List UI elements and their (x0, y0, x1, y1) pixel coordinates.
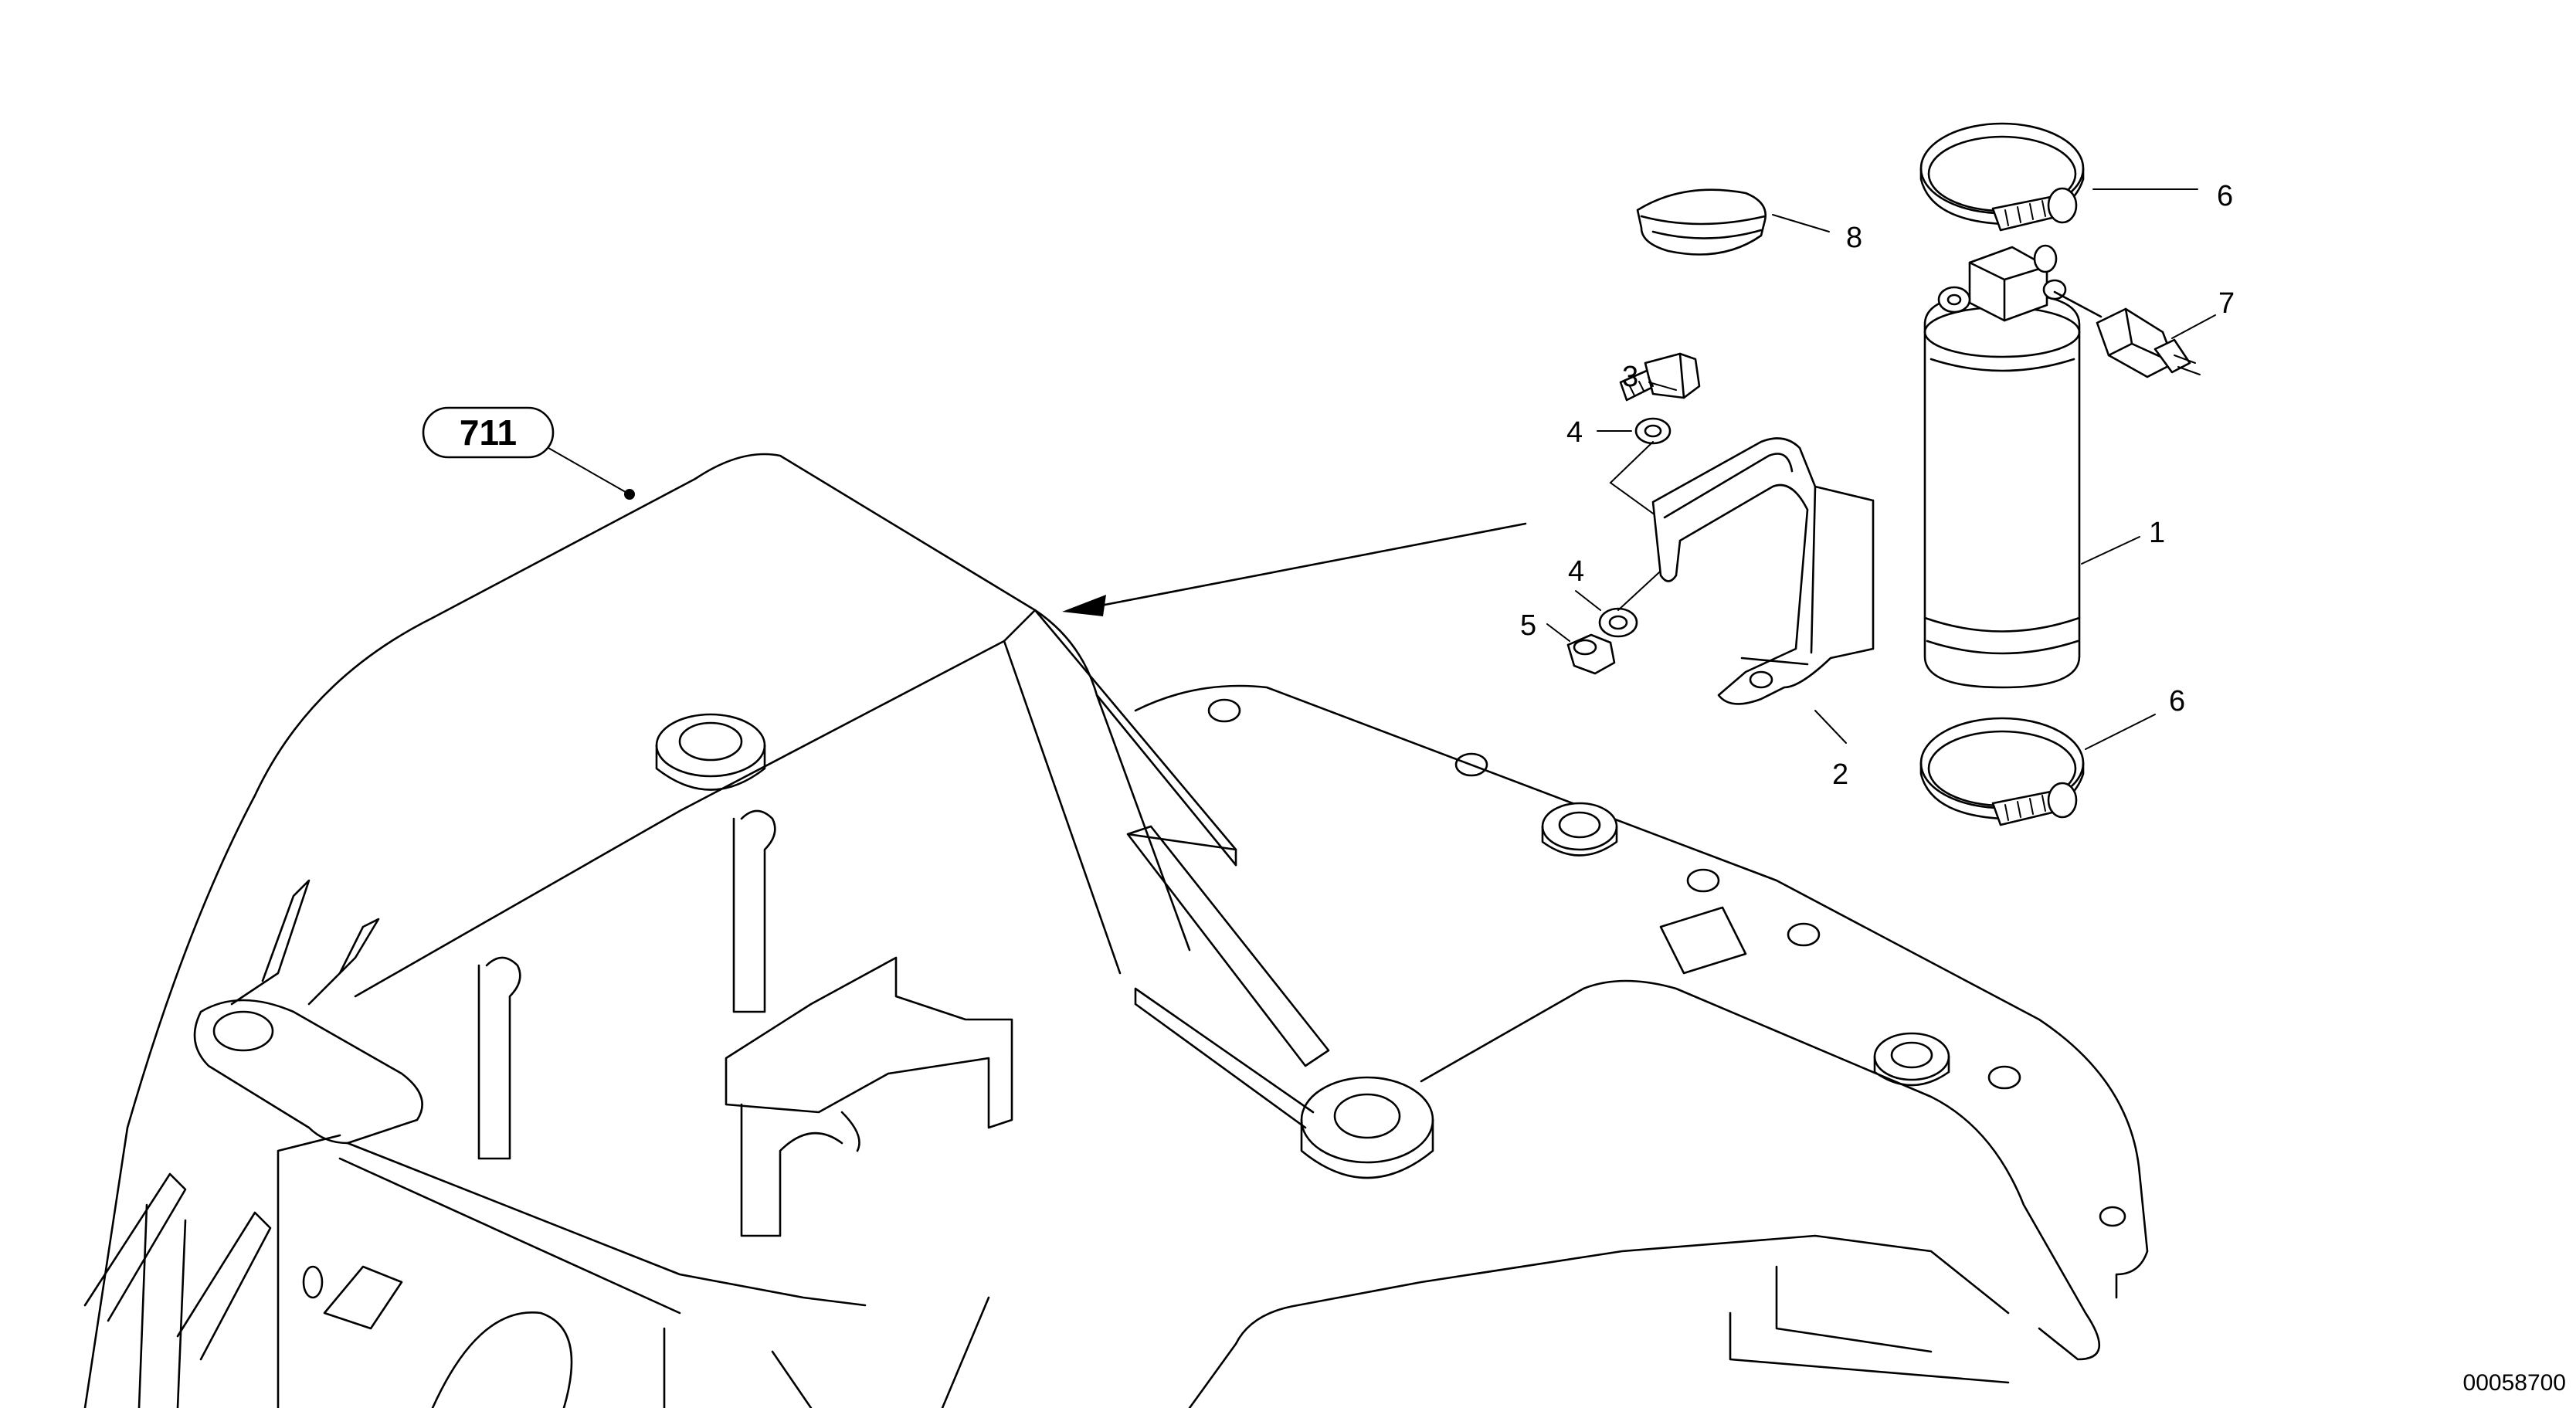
boss-top-left (655, 713, 766, 791)
leader-7 (2171, 314, 2216, 339)
frame-left-block (323, 1265, 403, 1330)
frame-left-rail (338, 1142, 867, 1315)
callout-7: 7 (2218, 287, 2235, 320)
pointer-line (1095, 522, 1527, 608)
frame-mount-bracket-2 (740, 1103, 860, 1237)
boss-center (1300, 1076, 1434, 1179)
part-4-washer-top (1634, 417, 1672, 445)
boss-right-2 (1873, 1032, 1950, 1087)
frame-right-plate-edge (1420, 979, 2101, 1361)
frame-left-tabs-2 (83, 1172, 272, 1361)
boss-right-1 (1541, 802, 1618, 857)
hole (2099, 1206, 2126, 1227)
part-7-pressure-switch (2053, 290, 2201, 378)
part-6-clamp-top (1919, 122, 2085, 232)
callout-6-top: 6 (2217, 180, 2233, 212)
frame-lower-edge (1188, 1234, 2010, 1408)
frame-slot (1659, 906, 1747, 975)
frame-left-pin (302, 1265, 324, 1299)
frame-left-tabs (230, 879, 380, 1006)
part-3-bolt (1619, 352, 1701, 402)
clip-b (477, 956, 521, 1160)
part-5-nut (1566, 633, 1616, 675)
callout-6-bottom: 6 (2169, 685, 2185, 718)
frame-lower-step (1729, 1265, 2010, 1384)
document-number: 00058700 (2463, 1370, 2566, 1396)
leader-4b (1575, 590, 1601, 611)
frame-bottom-lines (663, 1296, 990, 1408)
frame-ridge-2 (1003, 640, 1122, 975)
hole (1787, 922, 1821, 947)
part-8-cap (1636, 188, 1767, 256)
frame-mount-bracket (725, 956, 1013, 1129)
part-1-receiver-drier (1923, 244, 2081, 689)
reference-label-text: 711 (460, 412, 517, 453)
frame-left-wall (137, 1134, 341, 1408)
leader-6b (2085, 714, 2156, 750)
part-6-clamp-bottom (1919, 717, 2085, 826)
leader-3 (1648, 382, 1677, 391)
hole (1454, 752, 1488, 777)
pointer-arrowhead (1062, 595, 1106, 616)
callout-8: 8 (1846, 222, 1862, 254)
leader-2 (1814, 710, 1847, 744)
reference-label: 711 (422, 406, 635, 500)
assembly-pointer (1062, 522, 1527, 616)
reference-leader (548, 447, 630, 495)
clip-a (732, 809, 776, 1013)
frame-structure (83, 453, 2149, 1408)
callout-2: 2 (1832, 758, 1848, 791)
reference-label-frame (422, 406, 555, 459)
frame-right-plate (1134, 684, 2149, 1299)
callout-leaders (1546, 188, 2216, 750)
frame-ring (431, 1311, 573, 1408)
part-4-washer-bottom (1598, 607, 1638, 638)
frame-ridge (354, 609, 1037, 998)
hole (1987, 1065, 2021, 1090)
callout-3: 3 (1622, 361, 1638, 393)
leader-8 (1772, 214, 1830, 232)
frame-brace (1126, 825, 1330, 1067)
boss-left-lug (193, 999, 423, 1145)
leader-5 (1546, 623, 1570, 642)
reference-dot (624, 489, 635, 500)
frame-side-panel (1033, 609, 1237, 867)
callout-4-top: 4 (1566, 416, 1583, 449)
callout-labels: 8 6 7 1 6 2 3 4 4 5 (1520, 180, 2235, 791)
part-2-bracket (1651, 437, 1875, 705)
callout-4-bottom: 4 (1568, 555, 1584, 588)
leader-1 (2081, 536, 2140, 565)
hole (1686, 868, 1720, 893)
frame-housing-outline (83, 453, 1191, 1408)
hole (1207, 698, 1241, 723)
frame-brace-2 (1134, 987, 1315, 1129)
callout-1: 1 (2149, 517, 2165, 549)
callout-5: 5 (1520, 609, 1536, 642)
